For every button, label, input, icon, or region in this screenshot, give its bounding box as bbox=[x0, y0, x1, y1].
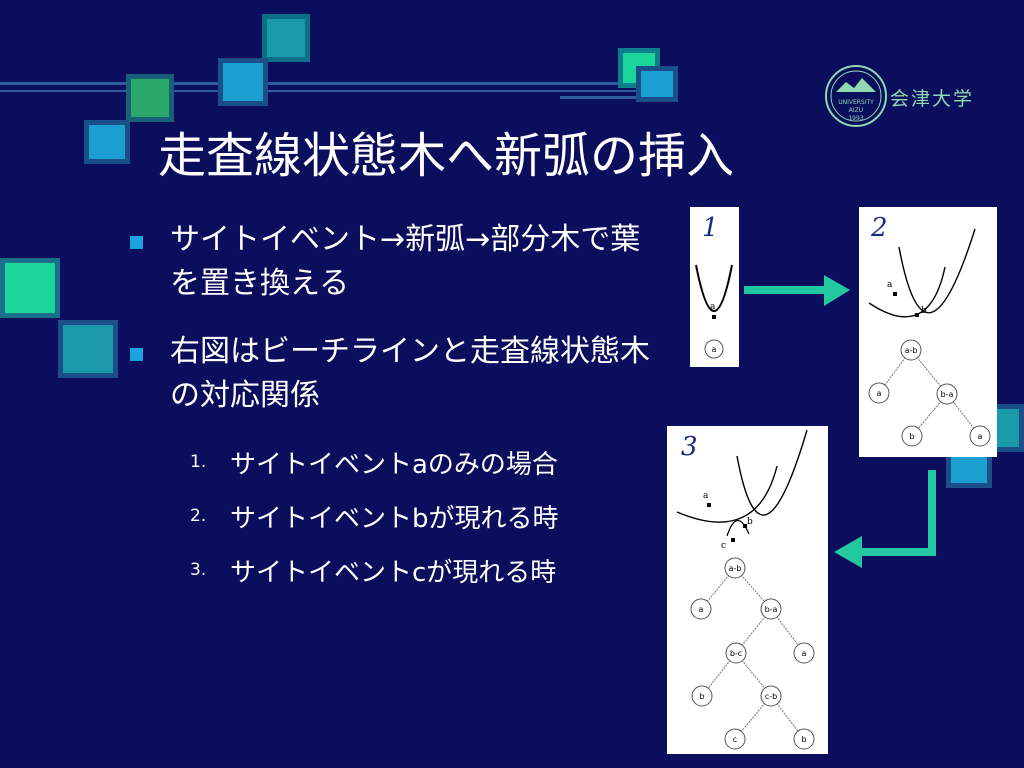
svg-text:a: a bbox=[887, 280, 893, 290]
beachline-diagram: a b c a-b a b-a b-c a b bbox=[676, 429, 815, 750]
bullet-square-icon bbox=[130, 236, 143, 249]
arrow-down-left-icon bbox=[834, 470, 936, 568]
svg-text:b: b bbox=[747, 517, 753, 527]
sub-item-text: サイトイベントaのみの場合 bbox=[230, 450, 558, 480]
figure-number: 2 bbox=[871, 213, 888, 243]
svg-text:a: a bbox=[877, 389, 882, 398]
svg-text:a: a bbox=[978, 432, 983, 441]
bullet-square-icon bbox=[130, 348, 143, 361]
figure-panel-2: 2 a b a-b a b-a b a bbox=[859, 207, 997, 457]
decor-square bbox=[84, 120, 130, 164]
svg-text:UNIVERSITY: UNIVERSITY bbox=[838, 99, 874, 106]
svg-text:c: c bbox=[733, 735, 737, 744]
svg-text:a: a bbox=[802, 649, 807, 658]
decor-square bbox=[262, 14, 310, 62]
svg-text:AIZU: AIZU bbox=[849, 107, 863, 114]
beachline-diagram: a a bbox=[695, 264, 733, 359]
decor-square bbox=[126, 74, 174, 122]
svg-text:1993: 1993 bbox=[848, 115, 863, 122]
svg-text:a: a bbox=[712, 345, 717, 354]
arrow-right-icon bbox=[744, 275, 850, 306]
bullet-text: 右図はビーチラインと走査線状態木の対応関係 bbox=[170, 334, 650, 413]
svg-text:b: b bbox=[921, 306, 927, 316]
svg-text:a: a bbox=[710, 302, 716, 312]
figure-number: 1 bbox=[702, 213, 719, 243]
slide-title: 走査線状態木へ新弧の挿入 bbox=[158, 128, 735, 184]
svg-text:b-a: b-a bbox=[765, 605, 778, 614]
decor-square bbox=[0, 258, 60, 318]
decor-square bbox=[58, 320, 118, 378]
svg-text:b-a: b-a bbox=[941, 390, 954, 399]
beachline-diagram: a b a-b a b-a b a bbox=[868, 228, 991, 447]
sub-item-text: サイトイベントbが現れる時 bbox=[230, 504, 559, 534]
decor-square bbox=[636, 66, 678, 102]
sub-item-text: サイトイベントcが現れる時 bbox=[230, 558, 557, 588]
svg-text:b: b bbox=[699, 692, 704, 701]
svg-text:a-b: a-b bbox=[905, 346, 918, 355]
bullet-text: サイトイベント→新弧→部分木で葉を置き換える bbox=[170, 222, 641, 301]
svg-text:c-b: c-b bbox=[765, 692, 777, 701]
sub-item-number: 1. bbox=[190, 452, 207, 472]
svg-text:a-b: a-b bbox=[729, 564, 742, 573]
decor-square bbox=[218, 58, 268, 106]
svg-text:b: b bbox=[801, 735, 806, 744]
university-name: 会津大学 bbox=[890, 88, 975, 110]
svg-text:c: c bbox=[721, 541, 726, 551]
svg-text:a: a bbox=[699, 605, 704, 614]
sub-item-number: 2. bbox=[190, 506, 207, 526]
svg-text:a: a bbox=[703, 491, 709, 501]
svg-text:b-c: b-c bbox=[730, 649, 742, 658]
figure-panel-1: 1 a a bbox=[690, 207, 739, 367]
figure-number: 3 bbox=[681, 432, 698, 462]
sub-item-number: 3. bbox=[190, 560, 207, 580]
university-seal-icon: UNIVERSITY AIZU 1993 bbox=[825, 65, 887, 127]
figure-panel-3: 3 a b c a-b a b-a bbox=[667, 426, 828, 754]
svg-text:b: b bbox=[909, 432, 914, 441]
